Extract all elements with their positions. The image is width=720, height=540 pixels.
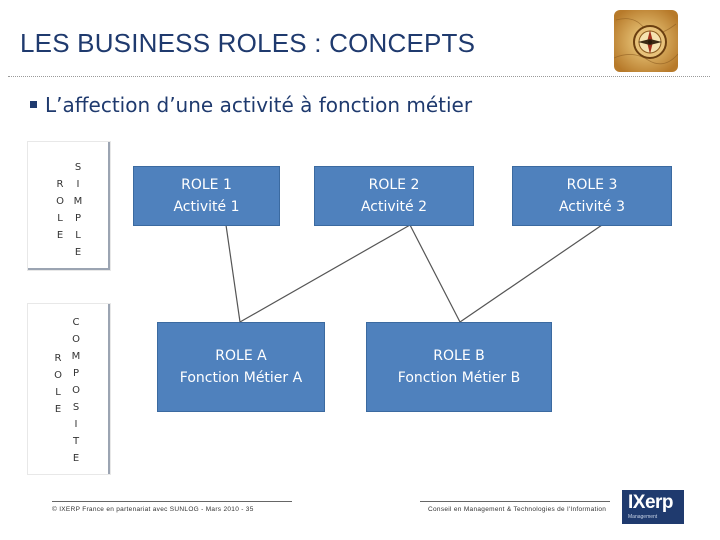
footer-divider-right <box>420 501 610 502</box>
role-box-2[interactable]: ROLE 2 Activité 2 <box>314 166 474 226</box>
slide-title: LES BUSINESS ROLES : CONCEPTS <box>20 28 476 58</box>
ixerp-logo-tag: Management <box>628 514 658 520</box>
role-letters: R O L E <box>56 179 64 241</box>
connector-role1-roleA <box>225 224 241 323</box>
connector-role2-roleA <box>239 224 411 323</box>
ixerp-logo: IXerp Management <box>622 490 684 524</box>
square-bullet-icon <box>30 101 37 108</box>
role-box-3[interactable]: ROLE 3 Activité 3 <box>512 166 672 226</box>
role-box-a[interactable]: ROLE A Fonction Métier A <box>157 322 325 412</box>
role-box-1[interactable]: ROLE 1 Activité 1 <box>133 166 280 226</box>
footer-copyright: © IXERP France en partenariat avec SUNLO… <box>52 506 254 513</box>
role-box-b[interactable]: ROLE B Fonction Métier B <box>366 322 552 412</box>
compass-map-image <box>614 10 678 72</box>
connector-role2-roleB <box>409 224 461 323</box>
composite-letters: C O M P O S I T E <box>71 317 81 464</box>
footer-tagline: Conseil en Management & Technologies de … <box>428 506 607 513</box>
connector-role3-roleB <box>459 224 603 323</box>
title-divider <box>8 76 710 77</box>
side-label-role-simple: R O L E S I M P L E <box>28 142 110 270</box>
ixerp-logo-name: IXerp <box>628 492 674 513</box>
role-letters: R O L E <box>54 353 62 415</box>
footer-divider-left <box>52 501 292 502</box>
bullet-text: L’affection d’une activité à fonction mé… <box>45 93 473 117</box>
bullet-point: L’affection d’une activité à fonction mé… <box>30 93 472 117</box>
side-label-role-composite: R O L E C O M P O S I T E <box>28 304 110 474</box>
simple-letters: S I M P L E <box>73 162 83 258</box>
